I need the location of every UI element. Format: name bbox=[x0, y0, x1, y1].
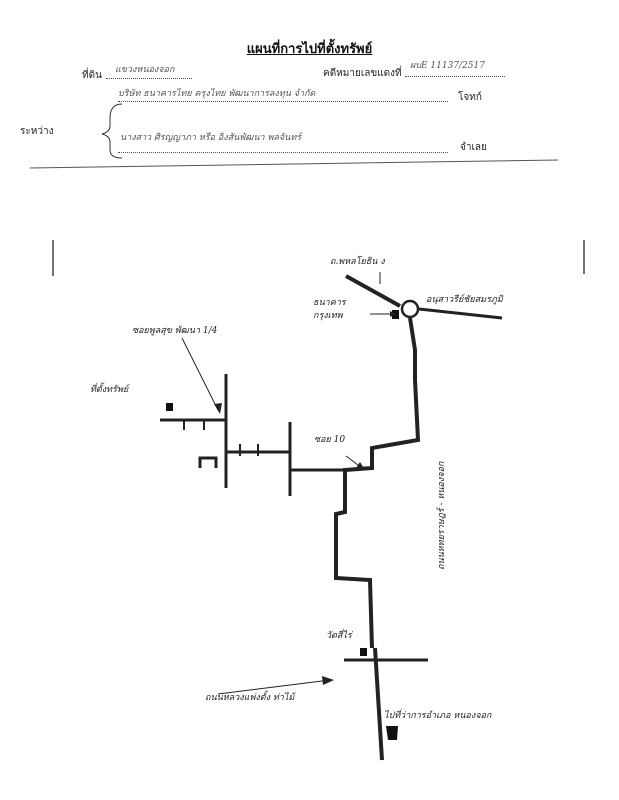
main-route bbox=[334, 317, 421, 649]
defendant-label: จำเลย bbox=[460, 142, 487, 153]
page-title: แผนที่การไปที่ตั้งทรัพย์ bbox=[246, 42, 373, 57]
temple-marker bbox=[360, 648, 367, 656]
road-roundabout-east bbox=[418, 307, 503, 320]
label-soi-14: ซอยพูลสุข พัฒนา 1/4 bbox=[132, 325, 218, 336]
between-bracket bbox=[101, 103, 123, 159]
arrow-road-bottom-left bbox=[217, 679, 331, 695]
label-main-road-vertical: ถนนหทยราษฎร์ - หนองจอก bbox=[436, 461, 447, 570]
plaintiff-dotline bbox=[118, 101, 448, 102]
deed-label: ที่ดิน bbox=[82, 70, 102, 81]
label-soi-10: ซอย 10 bbox=[314, 435, 345, 445]
label-bangkok: กรุงเทพ bbox=[313, 311, 344, 321]
arrow-soi-14 bbox=[181, 337, 219, 411]
defendant-value: นางสาว ศิรญญาภา หรือ อิงสันพัฒนา พลจันทร… bbox=[120, 133, 302, 143]
label-road-top: ถ.พหลโยธิน ง bbox=[330, 255, 385, 267]
target-house-marker bbox=[166, 403, 173, 411]
district-office-marker bbox=[386, 726, 398, 740]
label-target-house: ที่ตั้งทรัพย์ bbox=[90, 382, 130, 395]
roundabout-circle bbox=[400, 299, 420, 319]
plaintiff-value: บริษัท ธนาคารไทย ครุงไทย พัฒนาการลงทุน จ… bbox=[118, 89, 316, 99]
label-roundabout: อนุสาวรีย์ชัยสมรภูมิ bbox=[426, 294, 504, 305]
road-top-diagonal bbox=[345, 274, 401, 308]
contract-dotline bbox=[405, 76, 505, 77]
header-divider bbox=[29, 159, 559, 169]
road-bottom bbox=[373, 647, 384, 761]
deed-dotline bbox=[106, 78, 192, 79]
label-temple: วัดสี่ไร่ bbox=[326, 628, 354, 641]
plaintiff-label: โจทก์ bbox=[458, 92, 482, 103]
deed-value: แขวงหนองจอก bbox=[115, 65, 175, 75]
bank-marker bbox=[392, 310, 399, 319]
contract-label: คดีหมายเลขแดงที่ bbox=[323, 68, 402, 79]
label-district-office: ไปที่ว่าการอำเภอ หนองจอก bbox=[384, 708, 492, 721]
between-label: ระหว่าง bbox=[20, 126, 54, 137]
contract-value: ผบE 11137/2517 bbox=[410, 61, 485, 71]
label-road-bottom-left: ถนนหลวงแพ่งตั้ง ท่าไม้ bbox=[205, 690, 296, 703]
defendant-dotline bbox=[118, 152, 448, 153]
label-bank: ธนาคาร bbox=[313, 298, 347, 308]
